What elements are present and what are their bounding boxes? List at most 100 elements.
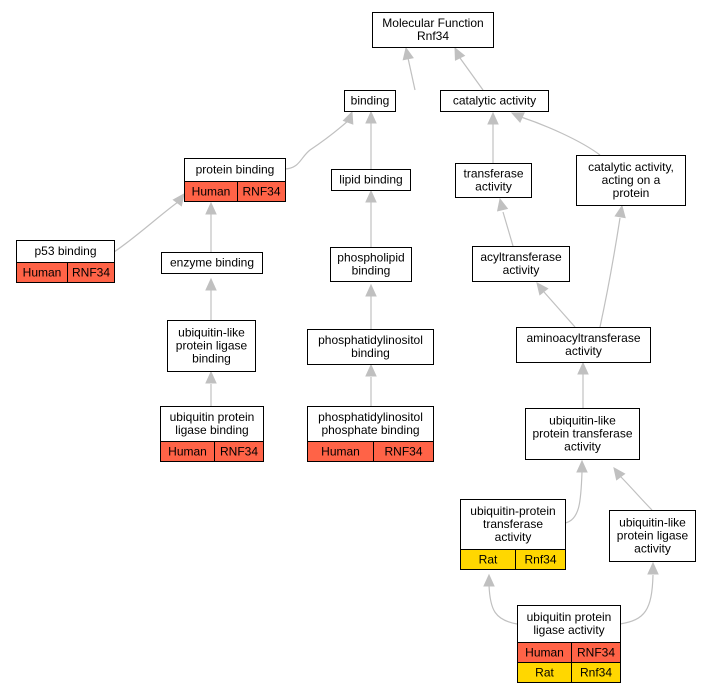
species-label: Human — [168, 445, 207, 459]
go-term-label: protein transferase — [532, 427, 632, 441]
go-term-label: ubiquitin-like — [549, 414, 616, 428]
species-label: Rat — [535, 666, 554, 680]
edge-arrowhead — [365, 283, 377, 297]
gene-cell — [571, 662, 621, 683]
go-term-label: catalytic activity — [453, 94, 536, 108]
annotation-row-human[interactable]: Human RNF34 — [307, 441, 434, 462]
annotation-row-rat[interactable]: Rat Rnf34 — [517, 662, 621, 683]
go-term-label: ligase binding — [175, 423, 248, 437]
go-term-label: protein — [613, 186, 650, 200]
go-term-label: protein ligase — [617, 529, 689, 543]
gene-cell — [67, 262, 115, 283]
go-term-binding[interactable]: binding — [344, 90, 396, 112]
edge-arrowhead — [365, 189, 377, 203]
edge-arrowhead — [205, 277, 217, 291]
go-term-label: acting on a — [602, 173, 661, 187]
go-term-box — [576, 155, 686, 206]
gene-cell — [237, 181, 286, 202]
edge-arrowhead — [205, 370, 217, 384]
go-term-label: ubiquitin-like — [619, 516, 686, 530]
go-term-label: ubiquitin protein — [527, 610, 612, 624]
go-term-box — [516, 327, 651, 363]
edge-line — [284, 119, 350, 170]
edge-arrowhead — [510, 112, 525, 123]
go-term-label: acyltransferase — [480, 250, 562, 264]
go-term-label: lipid binding — [339, 173, 402, 187]
edge-line — [543, 291, 576, 328]
go-term-enzyme[interactable]: enzyme binding — [161, 252, 263, 274]
annotation-row-rat[interactable]: Rat Rnf34 — [460, 549, 566, 570]
go-term-box — [525, 408, 640, 460]
species-label: Rat — [479, 553, 498, 567]
go-term-box — [455, 163, 532, 198]
gene-label: RNF34 — [242, 185, 280, 199]
go-term-label: binding — [351, 94, 390, 108]
go-term-catalytic[interactable]: catalytic activity — [440, 90, 549, 112]
go-term-box — [440, 90, 549, 112]
edge-arrowhead — [576, 459, 588, 473]
go-term-label: ubiquitin-like — [178, 326, 245, 340]
go-term-label: binding — [192, 352, 231, 366]
edge-line — [502, 211, 514, 247]
edge-line — [599, 217, 621, 328]
gene-label: Rnf34 — [524, 553, 556, 567]
go-term-label: ubiquitin protein — [170, 410, 255, 424]
gene-label: RNF34 — [220, 445, 258, 459]
edges — [113, 46, 659, 625]
edge-arrowhead — [342, 110, 354, 125]
gene-label: RNF34 — [577, 646, 615, 660]
edge-arrowhead — [487, 111, 499, 125]
go-term-box — [161, 252, 263, 274]
go-term-box — [517, 605, 621, 643]
go-term-label: activity — [565, 344, 602, 358]
edge-arrowhead — [496, 197, 509, 212]
go-term-box — [372, 12, 494, 48]
go-term-box — [330, 247, 412, 282]
go-term-label: activity — [634, 542, 671, 556]
go-term-label: transferase — [483, 517, 543, 531]
go-term-label: Molecular Function — [382, 16, 483, 30]
go-term-lipid-binding[interactable]: lipid binding — [331, 169, 411, 191]
go-term-label: activity — [503, 263, 540, 277]
go-term-label: p53 binding — [34, 244, 96, 258]
species-label: Human — [321, 445, 360, 459]
go-term-label: phospholipid — [337, 251, 404, 265]
edge-arrowhead — [172, 193, 185, 207]
go-term-label: phosphatidylinositol — [318, 333, 423, 347]
go-term-box — [167, 320, 256, 372]
annotation-row-human[interactable]: Human RNF34 — [160, 441, 264, 462]
edge-line — [113, 201, 179, 253]
go-term-label: catalytic activity, — [588, 160, 674, 174]
edge-arrowhead — [614, 204, 626, 219]
go-term-label: binding — [352, 264, 391, 278]
edge-arrowhead — [613, 467, 626, 481]
go-term-label: Rnf34 — [417, 29, 449, 43]
edge-arrowhead — [365, 110, 377, 124]
go-term-box — [472, 246, 570, 282]
go-term-label: protein ligase — [176, 339, 248, 353]
gene-label: Rnf34 — [580, 666, 612, 680]
gene-cell — [515, 549, 566, 570]
gene-label: RNF34 — [384, 445, 422, 459]
go-term-label: activity — [564, 440, 601, 454]
go-term-label: phosphatidylinositol — [318, 410, 423, 424]
